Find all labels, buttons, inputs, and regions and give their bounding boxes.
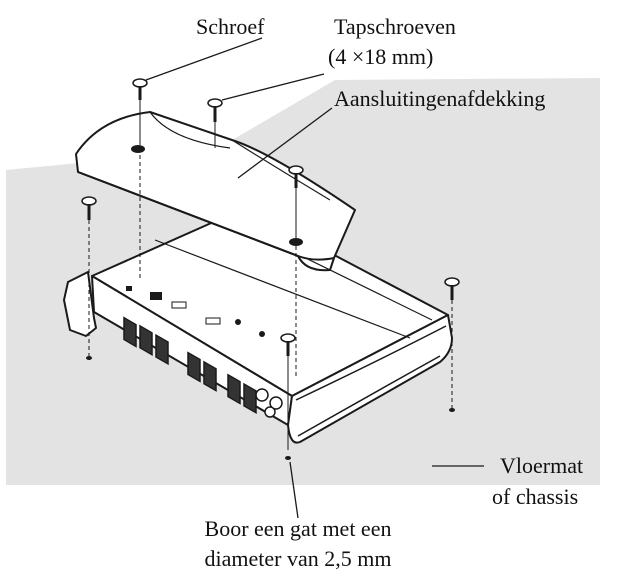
label-drill-instruction-line1: Boor een gat met een — [204, 516, 392, 541]
speaker-terminals — [255, 388, 283, 418]
leader-tapping-screws — [221, 73, 325, 101]
label-floor-mat: Vloermat — [500, 453, 584, 478]
screw-icon — [132, 78, 148, 100]
label-drill-instruction-line2: diameter van 2,5 mm — [204, 546, 392, 571]
label-floor-mat-chassis: of chassis — [492, 484, 579, 509]
leader-drill — [289, 461, 299, 519]
drill-hole-marks — [86, 356, 455, 460]
amplifier-unit — [63, 207, 453, 444]
label-screw: Schroef — [196, 14, 265, 39]
leader-lines — [145, 37, 484, 519]
label-tapping-screws: Tapschroeven — [334, 14, 456, 39]
amplifier-right-endcap — [287, 314, 453, 444]
label-terminal-cover: Aansluitingenafdekking — [334, 86, 546, 111]
label-tapping-screws-size: (4 ×18 mm) — [328, 44, 434, 69]
terminal-cover — [75, 111, 356, 272]
leader-terminal-cover — [237, 107, 333, 179]
terminal-block-icon — [123, 316, 257, 414]
tapping-screw-icon — [81, 98, 460, 356]
leader-screw — [145, 37, 263, 81]
top-surface-markings — [126, 286, 265, 337]
alignment-lines — [88, 100, 453, 450]
